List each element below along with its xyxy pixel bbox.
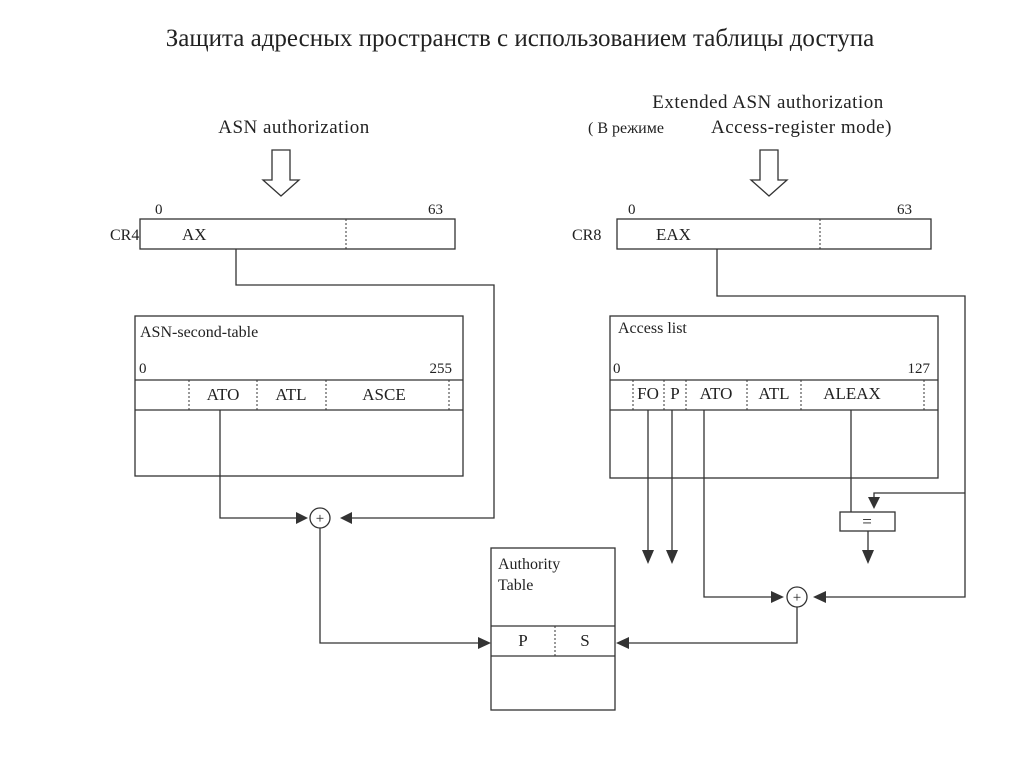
arrowhead-fo-output bbox=[642, 550, 654, 564]
arrowhead-to-authority-left bbox=[478, 637, 491, 649]
hollow-down-arrow-icon bbox=[261, 149, 301, 197]
arrowhead-compare-output bbox=[862, 550, 874, 564]
cr4-ax-field: AX bbox=[182, 225, 207, 244]
asn-table-field-ato: ATO bbox=[207, 385, 240, 404]
cr4-label: CR4 bbox=[110, 227, 139, 244]
asn-table-bit-start: 0 bbox=[139, 361, 147, 377]
access-list-field-fo: FO bbox=[637, 384, 659, 403]
left-adder-symbol: + bbox=[316, 511, 324, 527]
access-list-field-ato: ATO bbox=[700, 384, 733, 403]
cr4-register bbox=[139, 218, 456, 250]
cr8-bit-end: 63 bbox=[897, 202, 912, 218]
cr8-bit-start: 0 bbox=[628, 202, 636, 218]
cr4-bit-start: 0 bbox=[155, 202, 163, 218]
authority-table-label-line1: Authority bbox=[498, 556, 560, 573]
access-ato-line bbox=[703, 410, 771, 598]
access-list-field-p: P bbox=[670, 384, 679, 403]
arrowhead-to-compare-from-eax bbox=[868, 497, 880, 509]
authority-table bbox=[490, 547, 616, 711]
arrowhead-to-authority-right bbox=[616, 637, 629, 649]
access-list-label: Access list bbox=[618, 320, 687, 337]
asn-table-field-atl: ATL bbox=[275, 385, 306, 404]
arrowhead-to-right-adder-from-eax bbox=[813, 591, 826, 603]
right-adder-symbol: + bbox=[793, 590, 801, 606]
asn-second-table-label: ASN-second-table bbox=[140, 324, 258, 341]
authority-table-label-line2: Table bbox=[498, 577, 533, 594]
authority-field-p: P bbox=[518, 631, 527, 650]
arrowhead-to-left-adder-from-ax bbox=[340, 512, 352, 524]
access-list-bit-start: 0 bbox=[613, 361, 621, 377]
access-list-table bbox=[609, 315, 939, 479]
extended-asn-heading-suffix: Access-register mode) bbox=[711, 117, 892, 138]
cr8-eax-field: EAX bbox=[656, 225, 691, 244]
right-adder-output-line bbox=[629, 607, 798, 644]
extended-asn-heading: Extended ASN authorization bbox=[652, 92, 883, 113]
hollow-down-arrow-icon bbox=[749, 149, 789, 197]
compare-symbol: = bbox=[862, 512, 872, 531]
cr8-label: CR8 bbox=[572, 227, 601, 244]
page-title: Защита адресных пространств с использова… bbox=[166, 25, 874, 52]
cr8-register bbox=[616, 218, 932, 250]
authority-field-s: S bbox=[580, 631, 589, 650]
extended-asn-heading-prefix: ( В режиме bbox=[588, 120, 664, 137]
eax-compare-line bbox=[873, 492, 965, 498]
arrowhead-p-output bbox=[666, 550, 678, 564]
arrowhead-to-left-adder-from-ato bbox=[296, 512, 308, 524]
asn-ato-line bbox=[219, 410, 296, 519]
access-list-field-atl: ATL bbox=[758, 384, 789, 403]
eax-index-line bbox=[716, 249, 966, 598]
access-list-field-aleax: ALEAX bbox=[823, 384, 881, 403]
access-list-bit-end: 127 bbox=[908, 361, 931, 377]
asn-authorization-heading: ASN authorization bbox=[218, 117, 370, 138]
cr4-bit-end: 63 bbox=[428, 202, 443, 218]
asn-table-field-asce: ASCE bbox=[362, 385, 405, 404]
left-adder-output-line bbox=[319, 528, 478, 644]
ax-index-line bbox=[235, 249, 495, 519]
arrowhead-to-right-adder-from-ato bbox=[771, 591, 784, 603]
asn-table-bit-end: 255 bbox=[430, 361, 453, 377]
asn-second-table bbox=[134, 315, 464, 477]
